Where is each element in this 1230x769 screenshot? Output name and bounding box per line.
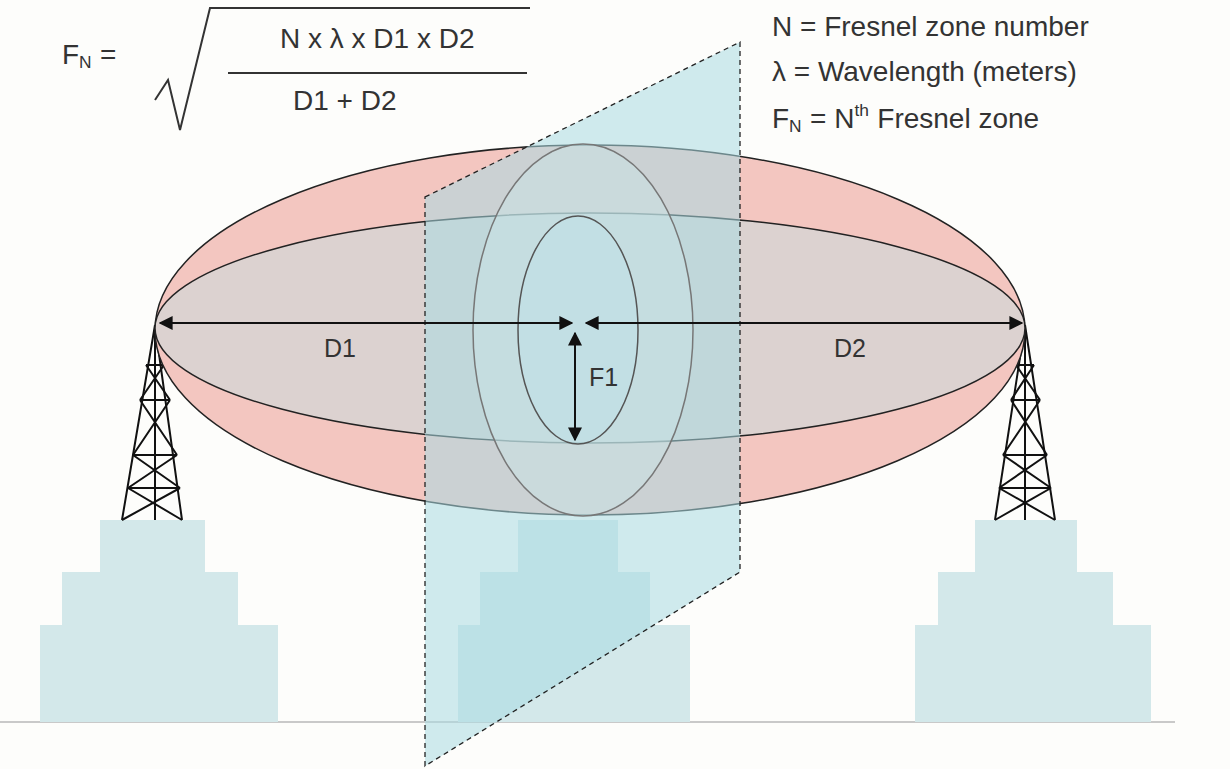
first-fresnel-zone [155,213,1025,443]
outer-zone-section [473,144,693,516]
text-row: FN = Nth Fresnel zone [772,100,1039,137]
f1-arrow [574,333,576,440]
second-fresnel-zone [155,145,1025,515]
d1-arrow [160,322,572,324]
radical-sign [155,8,530,130]
distance-label: D2 [834,333,866,363]
definition-text: Fresnel zone [877,103,1039,134]
text-row: λ = Wavelength (meters) [772,55,1077,89]
inner-zone-section [518,216,638,444]
distance-label: D1 [324,333,356,363]
definition-symbol: F [772,103,789,134]
formula-denominator: D1 + D2 [293,84,397,118]
equals-sign: = [100,39,116,70]
subscript: N [79,52,92,72]
formula-symbol: F [62,39,79,70]
definition-line: λ = Wavelength (meters) [772,56,1077,87]
cross-section-plane [425,42,740,766]
fraction-bar [228,72,527,74]
superscript: th [854,100,868,120]
subscript: N [789,116,802,136]
text-row: FN = [62,38,116,73]
text-row: N = Fresnel zone number [772,10,1089,44]
definition-text: = N [810,103,854,134]
zone-label: F1 [589,362,618,392]
definition-line: N = Fresnel zone number [772,11,1089,42]
d2-arrow [586,322,1022,324]
formula-numerator: N x λ x D1 x D2 [280,22,474,56]
